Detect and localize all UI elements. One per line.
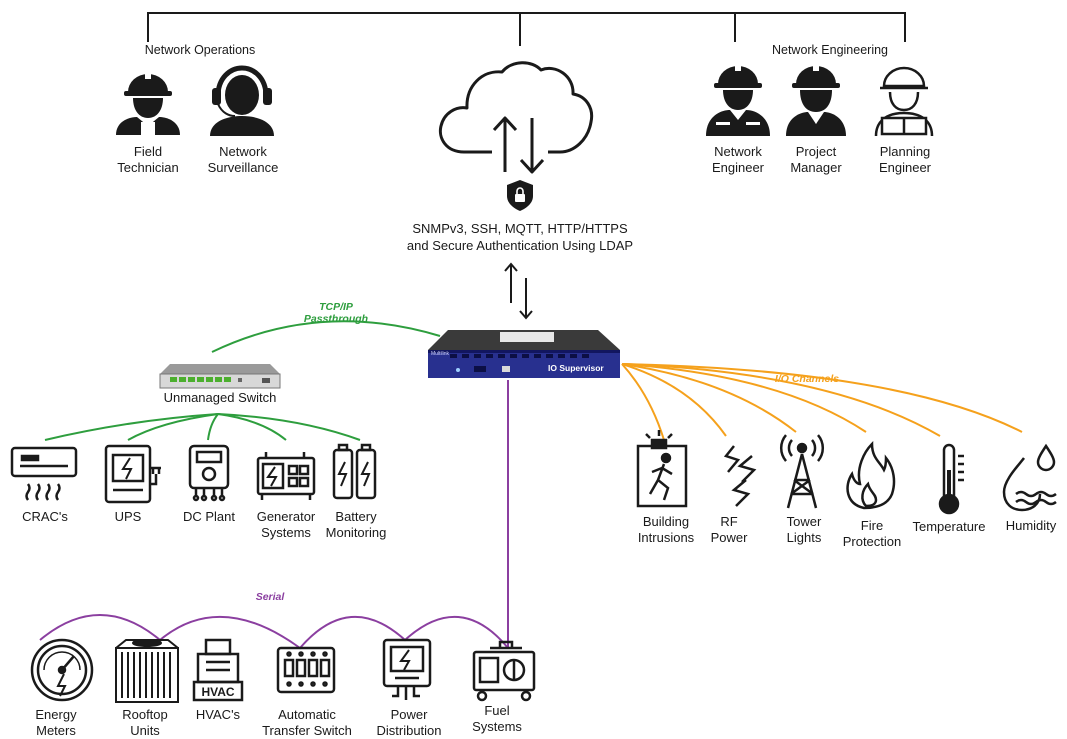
transfer-switch-icon [276,646,336,694]
building-intrusions-icon [636,430,688,508]
equipment-label-crac: CRAC's [22,509,68,524]
person-label-network-surveillance: Network Surveillance [207,144,279,175]
group-label-network-operations: Network Operations [144,43,256,57]
serial-label-energy-meters: Energy Meters [35,707,77,738]
tcpip-passthrough-label: TCP/IP Passthrough [303,301,369,325]
power-distribution-icon [382,638,432,700]
serial-label-ats: Automatic Transfer Switch [262,707,352,738]
project-manager-icon [786,63,846,136]
hvac-icon-text: HVAC [201,685,234,699]
serial-label-hvac: HVAC's [195,707,241,722]
generator-systems-icon [256,452,316,500]
serial-label-fuel-systems: Fuel Systems [472,703,522,734]
sensor-label-fire-protection: Fire Protection [842,518,902,549]
equipment-label-dc-plant: DC Plant [182,509,236,524]
sensor-label-temperature: Temperature [912,519,986,534]
network-engineer-icon [706,63,770,136]
temperature-icon [938,443,964,515]
sensor-label-tower-lights: Tower Lights [786,514,822,545]
io-channel-lines [621,363,1023,441]
fuel-system-icon [472,640,536,702]
serial-label: Serial [255,591,285,603]
dc-plant-icon [188,444,230,502]
network-surveillance-icon [210,65,274,136]
person-label-project-manager: Project Manager [790,144,842,175]
crac-icon [10,446,78,501]
fire-protection-icon [846,440,896,510]
tcpip-passthrough-line [211,320,441,353]
field-technician-icon [116,71,180,136]
shield-lock-icon [507,180,533,211]
device-brand-label: Multilink [431,351,450,357]
bidirectional-arrows-icon [504,262,533,320]
ups-icon [104,444,161,504]
device-model-label: IO Supervisor [548,363,604,373]
equipment-label-generator: Generator Systems [256,509,316,540]
group-label-network-engineering: Network Engineering [771,43,889,57]
switch-distribution-lines [44,413,361,441]
person-label-planning-engineer: Planning Engineer [878,144,932,175]
hvac-icon: HVAC [192,638,244,702]
serial-label-rooftop-units: Rooftop Units [122,707,168,738]
rf-power-icon [723,445,757,507]
planning-engineer-icon [874,66,934,137]
cloud-sync-icon [438,61,594,174]
io-supervisor-device [428,330,620,378]
unmanaged-switch-icon [159,364,281,389]
energy-meter-icon [30,638,94,702]
serial-label-power-distribution: Power Distribution [376,707,442,738]
switch-label: Unmanaged Switch [163,390,277,405]
rooftop-unit-icon [115,639,179,703]
io-channels-label: I/O Channels [774,373,840,385]
person-label-network-engineer: Network Engineer [711,144,765,175]
sensor-label-rf-power: RF Power [710,514,748,545]
tower-lights-icon [779,434,825,509]
battery-monitoring-icon [332,443,377,500]
humidity-icon [1002,443,1057,512]
sensor-label-intrusions: Building Intrusions [637,514,695,545]
sensor-label-humidity: Humidity [1005,518,1057,533]
equipment-label-ups: UPS [114,509,142,524]
protocols-text: SNMPv3, SSH, MQTT, HTTP/HTTPS and Secure… [406,221,634,253]
person-label-field-technician: Field Technician [117,144,179,175]
top-bracket [147,12,906,46]
equipment-label-battery: Battery Monitoring [325,509,387,540]
